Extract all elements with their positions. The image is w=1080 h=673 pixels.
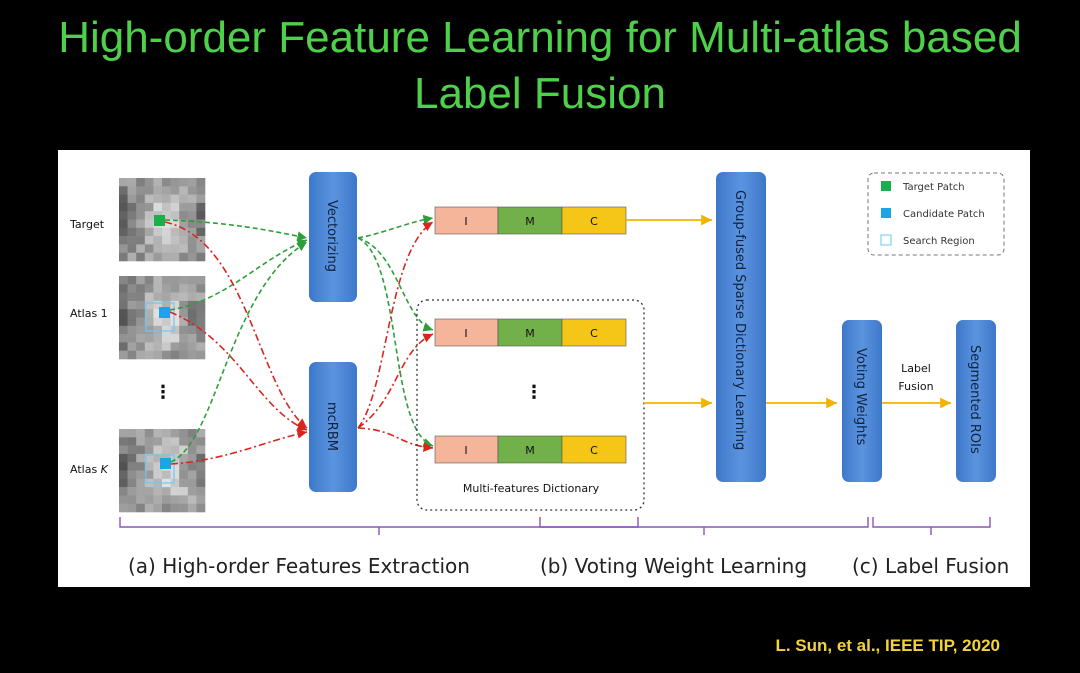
dictionary-label: Multi-features Dictionary <box>463 482 600 495</box>
slide-title: High-order Feature Learning for Multi-at… <box>58 13 1022 118</box>
vectorizing-block <box>309 172 357 302</box>
legend-target-patch: Target Patch <box>902 182 965 193</box>
atlas-ellipsis: ⋮ <box>154 382 172 403</box>
section-b-label: (b) Voting Weight Learning <box>540 554 807 578</box>
svg-text:C: C <box>590 327 598 340</box>
target-feature-vector: I M C <box>434 206 627 235</box>
target-mri-image <box>119 178 206 262</box>
svg-text:I: I <box>464 327 467 340</box>
legend-candidate-patch: Candidate Patch <box>903 209 985 220</box>
citation: L. Sun, et al., IEEE TIP, 2020 <box>775 636 1000 655</box>
atlasK-mri-image <box>119 429 206 513</box>
dictionary-feature-vector-k: I M C <box>434 435 627 464</box>
svg-text:C: C <box>590 444 598 457</box>
mcrbm-label: mcRBM <box>324 402 339 451</box>
search-region-atlasK <box>145 454 175 484</box>
candidate-patch-atlasK <box>160 458 171 469</box>
red-arrows-to-mcrbm <box>164 221 308 465</box>
red-arrows-to-features <box>357 221 434 452</box>
svg-text:M: M <box>525 444 535 457</box>
svg-text:I: I <box>464 215 467 228</box>
framework-diagram: Target Atlas 1 ⋮ Atlas K Vectorizing mcR… <box>69 172 1009 578</box>
group-fused-label: Group-fused Sparse Dictionary Learning <box>732 190 747 450</box>
green-arrows-to-features <box>357 214 434 448</box>
section-brackets <box>119 517 991 535</box>
target-patch-marker <box>154 215 165 226</box>
atlasK-label: Atlas K <box>70 463 109 476</box>
svg-text:C: C <box>590 215 598 228</box>
candidate-patch-atlas1 <box>159 307 170 318</box>
legend: Target Patch Candidate Patch Search Regi… <box>867 172 1005 256</box>
legend-search-region-swatch <box>880 234 892 246</box>
label-fusion-edge-line2: Fusion <box>898 380 933 393</box>
legend-search-region: Search Region <box>903 236 975 247</box>
voting-weights-block <box>842 320 882 482</box>
group-fused-sparse-dictionary-learning-block <box>716 172 766 482</box>
atlas1-label: Atlas 1 <box>70 307 108 320</box>
green-arrows-to-vectorizing <box>164 219 308 463</box>
section-c-label: (c) Label Fusion <box>852 554 1009 578</box>
figure-panel: Target Atlas 1 ⋮ Atlas K Vectorizing mcR… <box>58 150 1030 587</box>
svg-text:M: M <box>525 215 535 228</box>
vectorizing-label: Vectorizing <box>324 200 339 272</box>
search-region-atlas1 <box>145 302 175 332</box>
svg-text:I: I <box>464 444 467 457</box>
atlas1-mri-image <box>119 276 206 360</box>
voting-weights-label: Voting Weights <box>853 348 868 445</box>
label-fusion-edge-line1: Label <box>901 362 931 375</box>
section-a-label: (a) High-order Features Extraction <box>128 554 470 578</box>
legend-target-patch-swatch <box>881 181 891 191</box>
segmented-rois-label: Segmented ROIs <box>967 345 982 454</box>
yellow-flow-arrows <box>626 214 951 409</box>
multi-features-dictionary-box <box>416 299 645 511</box>
mcrbm-block <box>309 362 357 492</box>
dictionary-feature-vector-1: I M C <box>434 318 627 347</box>
target-label: Target <box>69 218 105 231</box>
segmented-rois-block <box>956 320 996 482</box>
legend-candidate-patch-swatch <box>881 208 891 218</box>
dictionary-ellipsis: ⋮ <box>525 382 543 403</box>
svg-text:M: M <box>525 327 535 340</box>
